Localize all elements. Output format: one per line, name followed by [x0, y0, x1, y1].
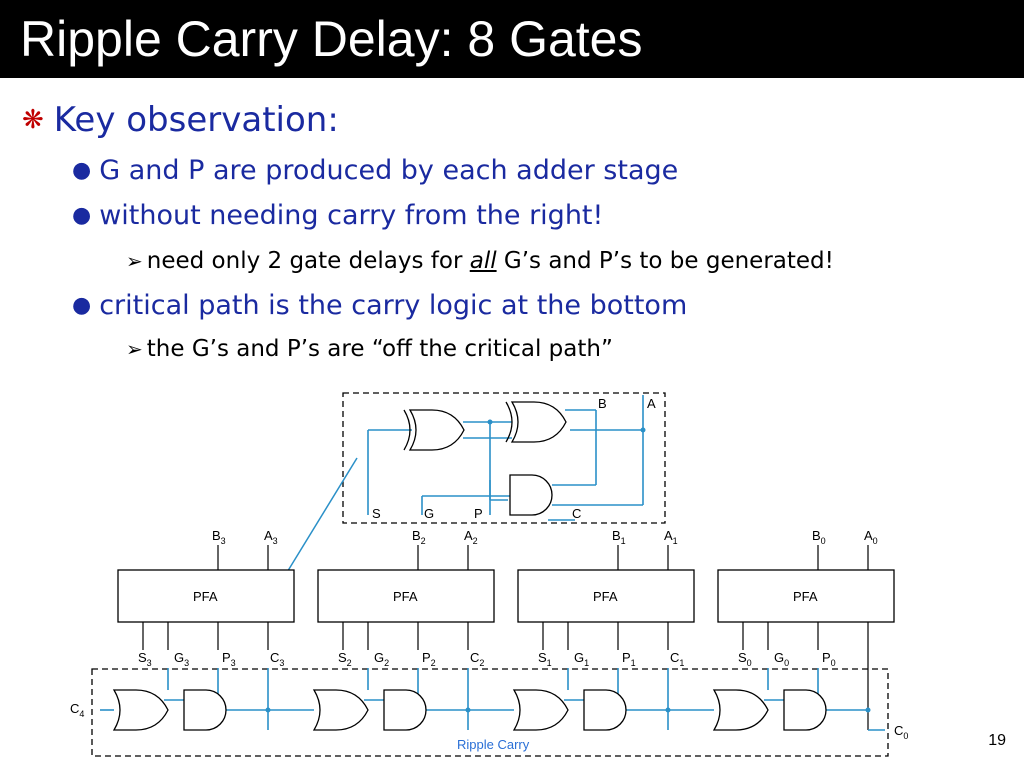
pfa-label: PFA: [593, 589, 618, 604]
or-gate-3: [113, 689, 169, 731]
or-gate-1: [513, 689, 569, 731]
xor-gate-propagate: [505, 401, 567, 443]
pfa-block: [717, 569, 895, 623]
ripple-carry-dashed-box: [91, 668, 889, 757]
output-p0: P0: [822, 650, 836, 668]
pfa-block: [117, 569, 295, 623]
detail-label-g: G: [424, 506, 434, 521]
input-a2: A2: [464, 528, 478, 546]
output-s0: S0: [738, 650, 752, 668]
subbullet-two-gate-delays: ➢need only 2 gate delays for all G’s and…: [126, 248, 834, 274]
detail-label-c: C: [572, 506, 581, 521]
carry-out-c4: C4: [70, 701, 84, 719]
page-number: 19: [988, 732, 1006, 749]
output-g2: G2: [374, 650, 389, 668]
bullet-g-and-p: ●G and P are produced by each adder stag…: [72, 155, 679, 186]
detail-label-b: B: [598, 396, 607, 411]
output-g1: G1: [574, 650, 589, 668]
detail-label-p: P: [474, 506, 483, 521]
bullet-critical-path: ●critical path is the carry logic at the…: [72, 290, 688, 321]
dot-bullet-icon: ●: [72, 293, 92, 318]
arrow-bullet-icon: ➢: [126, 249, 143, 273]
detail-wires: [367, 395, 644, 521]
zoom-connector-line: [277, 457, 358, 588]
pfa-stage-1: PFA B1 A1 S1 G1 P1 C1: [517, 528, 695, 668]
and-gate-2: [383, 689, 427, 731]
input-a1: A1: [664, 528, 678, 546]
input-a3: A3: [264, 528, 278, 546]
pfa-detail: B A S G P C: [342, 392, 666, 524]
pfa-label: PFA: [393, 589, 418, 604]
input-b1: B1: [612, 528, 626, 546]
ripple-carry-label: Ripple Carry: [457, 737, 530, 752]
pfa-stage-3: PFA B3 A3 S3 G3 P3 C3: [117, 528, 295, 668]
input-b0: B0: [812, 528, 826, 546]
carry-in-c0: C0: [894, 723, 908, 741]
and-gate-3: [183, 689, 227, 731]
detail-label-a: A: [647, 396, 656, 411]
slide-title: Ripple Carry Delay: 8 Gates: [20, 11, 643, 67]
output-g0: G0: [774, 650, 789, 668]
output-c1: C1: [670, 650, 684, 668]
or-gate-2: [313, 689, 369, 731]
arrow-bullet-icon: ➢: [126, 337, 143, 361]
xor-gate-sum: [403, 409, 465, 451]
junction-dot: [640, 427, 646, 433]
carry-junctions: [265, 707, 871, 713]
dot-bullet-icon: ●: [72, 203, 92, 228]
input-b2: B2: [412, 528, 426, 546]
bullet-list: ❋Key observation: ●G and P are produced …: [0, 0, 1024, 380]
output-p1: P1: [622, 650, 636, 668]
output-p3: P3: [222, 650, 236, 668]
output-c3: C3: [270, 650, 284, 668]
pfa-stage-0: PFA B0 A0 S0 G0 P0: [717, 528, 895, 730]
title-bar: [0, 0, 1024, 78]
input-a0: A0: [864, 528, 878, 546]
and-gate-generate: [509, 474, 553, 516]
output-s3: S3: [138, 650, 152, 668]
asterisk-bullet-icon: ❋: [22, 105, 44, 135]
output-c2: C2: [470, 650, 484, 668]
bullet-without-carry: ●without needing carry from the right!: [72, 200, 604, 231]
pfa-block: [517, 569, 695, 623]
output-s2: S2: [338, 650, 352, 668]
output-s1: S1: [538, 650, 552, 668]
and-gate-0: [783, 689, 827, 731]
and-gate-1: [583, 689, 627, 731]
input-b3: B3: [212, 528, 226, 546]
detail-label-s: S: [372, 506, 381, 521]
pfa-label: PFA: [793, 589, 818, 604]
pfa-stage-2: PFA B2 A2 S2 G2 P2 C2: [317, 528, 495, 668]
output-g3: G3: [174, 650, 189, 668]
detail-dashed-box: [342, 392, 666, 524]
or-gate-0: [713, 689, 769, 731]
dot-bullet-icon: ●: [72, 158, 92, 183]
junction-dot: [487, 419, 493, 425]
pfa-label: PFA: [193, 589, 218, 604]
output-p2: P2: [422, 650, 436, 668]
pfa-block: [317, 569, 495, 623]
subbullet-off-critical-path: ➢the G’s and P’s are “off the critical p…: [126, 336, 613, 362]
bullet-key-observation: ❋Key observation:: [22, 100, 339, 140]
